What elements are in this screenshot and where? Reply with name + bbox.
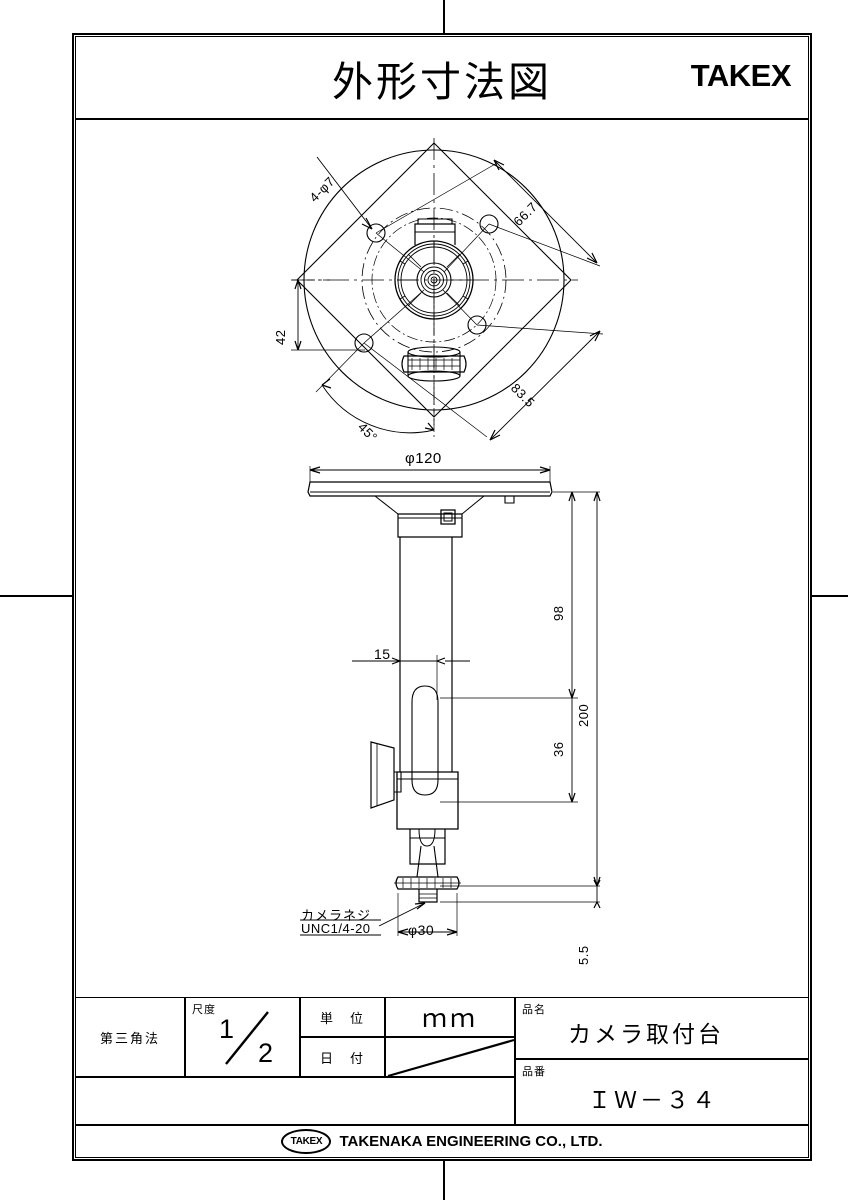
takex-logo-text: TAKEX (690, 58, 792, 93)
date-label-cell: 日 付 (300, 1037, 385, 1077)
dim-height-5-5: 5.5 (576, 945, 591, 965)
unit-value-cell: ｍｍ (385, 997, 515, 1037)
drawing-frame-inner (75, 36, 809, 1158)
scale-label: 尺度 (192, 1003, 216, 1016)
unit-label-cell: 単 位 (300, 997, 385, 1037)
projection-method-cell: 第三角法 (75, 997, 185, 1077)
product-name-cell: 品名 カメラ取付台 (515, 997, 809, 1059)
takex-roundel-icon: TAKEX (281, 1129, 332, 1154)
registration-tick-bottom (443, 1161, 445, 1200)
projection-method-label: 第三角法 (99, 1031, 160, 1047)
revision-strip-cell (75, 1077, 515, 1125)
dim-height-36: 36 (551, 741, 566, 757)
scale-denominator: 2 (258, 1038, 274, 1068)
product-name: カメラ取付台 (568, 1022, 724, 1048)
registration-tick-top (443, 0, 445, 33)
camera-screw-label-jp: カメラネジ (301, 909, 372, 924)
registration-tick-right (812, 595, 848, 597)
scale-fraction: 1 2 (186, 998, 299, 1076)
dim-slot-width-15: 15 (374, 646, 391, 662)
dim-plate-diameter: φ120 (405, 450, 442, 467)
product-number-cell: 品番 ＩＷ－３４ (515, 1059, 809, 1125)
date-label: 日 付 (319, 1051, 365, 1067)
dim-height-200: 200 (576, 703, 591, 727)
registration-tick-left (0, 595, 72, 597)
scale-numerator: 1 (219, 1014, 235, 1044)
title-banner: 外形寸法図 TAKEX (75, 36, 809, 120)
camera-screw-label-spec: UNC1/4-20 (301, 921, 371, 936)
dim-vertical-42: 42 (273, 329, 288, 345)
dim-height-98: 98 (551, 605, 566, 621)
dim-base-diameter: φ30 (408, 922, 435, 938)
drawing-title: 外形寸法図 (332, 58, 552, 106)
unit-label: 単 位 (319, 1011, 365, 1027)
date-value-cell (385, 1037, 515, 1078)
company-name: TAKENAKA ENGINEERING CO., LTD. (339, 1133, 603, 1150)
product-number: ＩＷ－３４ (588, 1088, 718, 1114)
product-name-label: 品名 (522, 1003, 546, 1016)
unit-value: ｍｍ (421, 1005, 478, 1033)
drawing-frame-outer (72, 33, 812, 1161)
title-block: 第三角法 尺度 1 2 単 位 ｍｍ 日 付 (75, 997, 809, 1158)
product-number-label: 品番 (522, 1065, 546, 1078)
company-footer: TAKEX TAKENAKA ENGINEERING CO., LTD. (75, 1125, 809, 1158)
scale-cell: 尺度 1 2 (185, 997, 300, 1077)
